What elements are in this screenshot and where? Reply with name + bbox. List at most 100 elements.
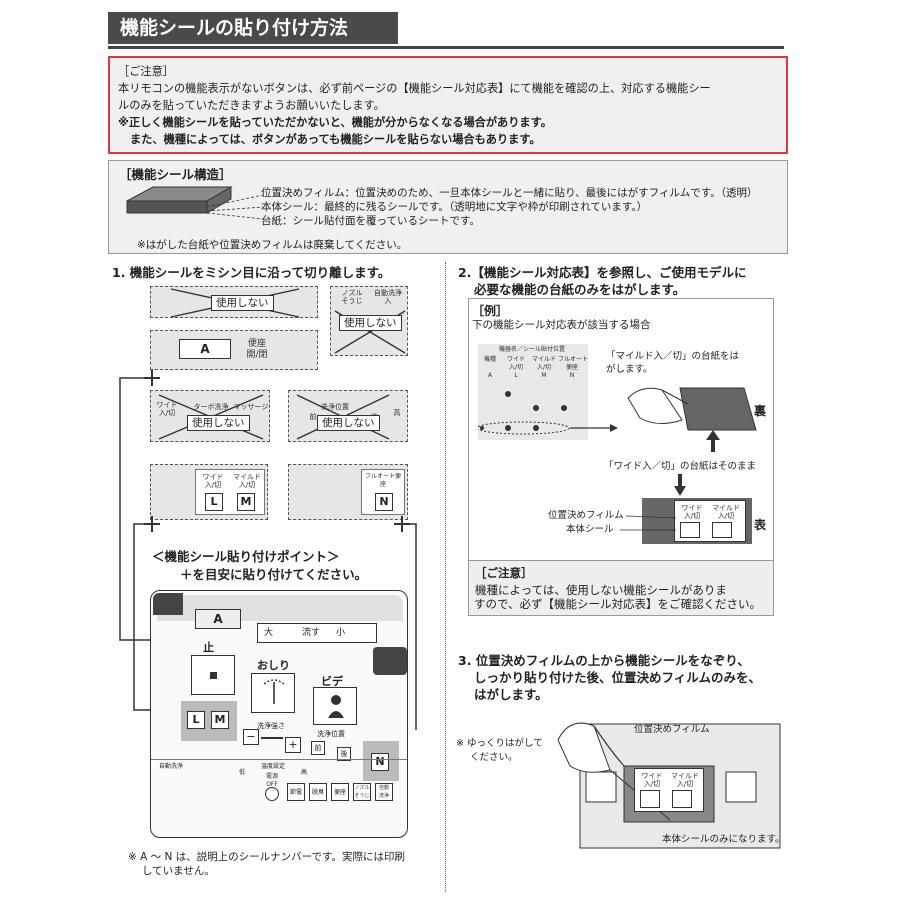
oshiri-label: おしり (257, 659, 290, 672)
step2-title-1: 2.【機能シール対応表】を参照し、ご使用モデルに (458, 265, 747, 280)
front-side-label: 表 (754, 518, 767, 532)
example-table-title: 機器名／シール貼付位置 (498, 346, 565, 353)
caution-heading: ［ご注意］ (118, 65, 174, 78)
caution-line-3: ※正しく機能シールを貼っていただかないと、機能が分からなくなる場合があります。 (118, 116, 552, 129)
sticker-sheet-3: ワイド 入/切 ターボ洗浄 マッサージ 使用しない (150, 390, 270, 442)
bidet-button (313, 687, 357, 725)
column-divider (445, 262, 446, 892)
stop-icon (210, 672, 217, 679)
table-header-cell: 機種 (483, 356, 496, 363)
example-table-row: A L M N (478, 372, 586, 382)
temp-label: 温度設定 (261, 763, 286, 770)
remote-n-button: N (371, 753, 389, 771)
deodor-button: 脱臭 (309, 783, 327, 801)
sticker-m: M (237, 493, 255, 511)
wide-label: ワイド 入/切 (156, 401, 178, 417)
sticker-frame (680, 522, 700, 538)
example-table-header: 機種 ワイド 入/切 マイルド 入/切 フルオート 便座 (478, 356, 589, 380)
mild-label: マイルド 入/切 (233, 473, 261, 489)
auto-flush-label: 自動洗浄 (159, 763, 184, 770)
peel-illustration (627, 387, 757, 431)
auto-button: 自動 洗浄 (375, 783, 393, 801)
page-title-bar: 機能シールの貼り付け方法 (108, 12, 784, 49)
sticker-sheet-lm: ワイド 入/切 マイルド 入/切 L M (150, 464, 268, 520)
film-label: 位置決めフィルム (548, 510, 624, 521)
pressure-label: 洗浄強さ (257, 722, 285, 730)
structure-box: ［機能シール構造］ 位置決めフィルム：位置決めのため、一旦本体シールと一緒に貼り… (108, 160, 788, 254)
sticker-frame (712, 522, 732, 538)
remote-a-button: A (195, 609, 241, 629)
step3-title-3: はがします。 (474, 687, 548, 702)
structure-note: ※はがした台紙や位置決めフィルムは廃棄してください。 (137, 239, 408, 251)
point-title: ＜機能シール貼り付けポイント＞ (152, 549, 340, 564)
example-table-bg (478, 344, 588, 440)
structure-heading: ［機能シール構造］ (119, 167, 232, 182)
stop-label: 止 (203, 641, 214, 654)
table-header-cell: フルオート 便座 (558, 356, 589, 371)
flush-small: 小 (336, 628, 346, 638)
massage-label: マッサージ (233, 403, 269, 411)
sticker-frame (672, 790, 692, 808)
point-text: ＋を目安に貼り付けてください。 (180, 567, 368, 582)
table-cell: L (514, 372, 518, 379)
caution-line-1: 本リモコンの機能表示がないボタンは、必ず前ページの【機能シール対応表】にて機能を… (118, 82, 711, 95)
not-used-label: 使用しない (211, 295, 274, 311)
example-text: 下の機能シール対応表が該当する場合 (472, 319, 651, 331)
sticker-a-text: 便座 開/閉 (246, 339, 268, 360)
remote-top-strip (157, 595, 403, 621)
sticker-layers-illustration (126, 186, 263, 220)
remote-m-button: M (211, 711, 229, 729)
label-leader-lines (620, 515, 677, 531)
auto-label: 自動洗浄 入 (374, 289, 402, 305)
bidet-icon (328, 695, 344, 718)
caution-line-4: また、機種によっては、ボタンがあっても機能シールを貼らない場合もあります。 (130, 133, 541, 146)
front-button: 前 (311, 741, 325, 755)
remote-right-sensor (373, 647, 407, 675)
power-button (265, 787, 279, 801)
table-header-cell: ワイド 入/切 (506, 356, 525, 371)
flush-large: 大 (264, 628, 274, 638)
power-label: 電源 OFF (265, 773, 278, 788)
back-button: 後 (337, 747, 351, 761)
energy-button: 節電 (287, 783, 305, 801)
step1-title: 1. 機能シールをミシン目に沿って切り離します。 (112, 265, 391, 280)
step2-caution-box: ［ご注意］ 機種によっては、使用しない機能シールがありま (468, 560, 774, 616)
nozzle-label: ノズル そうじ (341, 289, 363, 305)
sticker-wm-panel (674, 500, 746, 542)
position-label: 洗浄位置 (317, 730, 345, 738)
mild-label: マイルド 入/切 (712, 504, 740, 520)
high-label: 高 (393, 409, 401, 417)
wide-label: ワイド 入/切 (202, 473, 224, 489)
not-used-label: 使用しない (339, 315, 402, 331)
not-used-label: 使用しない (317, 415, 380, 431)
remote-flush-panel: 大 流す 小 (257, 623, 377, 643)
remote-left-sensor (153, 593, 183, 615)
step3-body-only: 本体シールのみになります。 (662, 834, 785, 845)
front-label: 前 (309, 413, 317, 421)
mild-label: マイルド 入/切 (671, 772, 699, 788)
caution-box: ［ご注意］ 本リモコンの機能表示がないボタンは、必ず前ページの【機能シール対応表… (108, 56, 788, 154)
pressure-scale (261, 737, 283, 739)
flush-label: 流す (302, 628, 321, 638)
example-heading: ［例］ (472, 304, 509, 318)
caution-line-2: ルのみを貼っていただきますようお願いいたします。 (118, 99, 385, 112)
sticker-sheet-1: 使用しない (150, 286, 318, 318)
turbo-label: ターボ洗浄 (193, 403, 229, 411)
structure-body-text: 本体シール：最終的に残るシールです。（透明地に文字や枠が印刷されています。） (261, 201, 648, 213)
callout-wide: 「ワイド入／切」の台紙はそのまま (604, 461, 757, 472)
remote-control-illustration: A 大 流す 小 止 おしり ビデ L M 洗浄強さ − + 洗浄位置 前 後 … (150, 590, 408, 838)
bidet-label: ビデ (321, 675, 343, 688)
full-auto-label: フルオート便座 (364, 473, 401, 488)
table-header-cell: マイルド 入/切 (531, 356, 556, 371)
step3-note-2: ください。 (470, 752, 518, 763)
sticker-sheet-a: A 便座 開/閉 (150, 330, 318, 370)
oshiri-button (251, 673, 295, 713)
up-arrow-icon (706, 430, 720, 452)
sticker-l: L (205, 493, 223, 511)
sticker-a: A (179, 339, 231, 359)
not-used-label: 使用しない (187, 415, 250, 431)
plus-button: + (285, 737, 301, 753)
sticker-sheet-4: 洗浄位置 高 前 後 使用しない (288, 390, 408, 442)
down-arrow-icon (674, 474, 686, 496)
table-cell: M (541, 372, 547, 379)
